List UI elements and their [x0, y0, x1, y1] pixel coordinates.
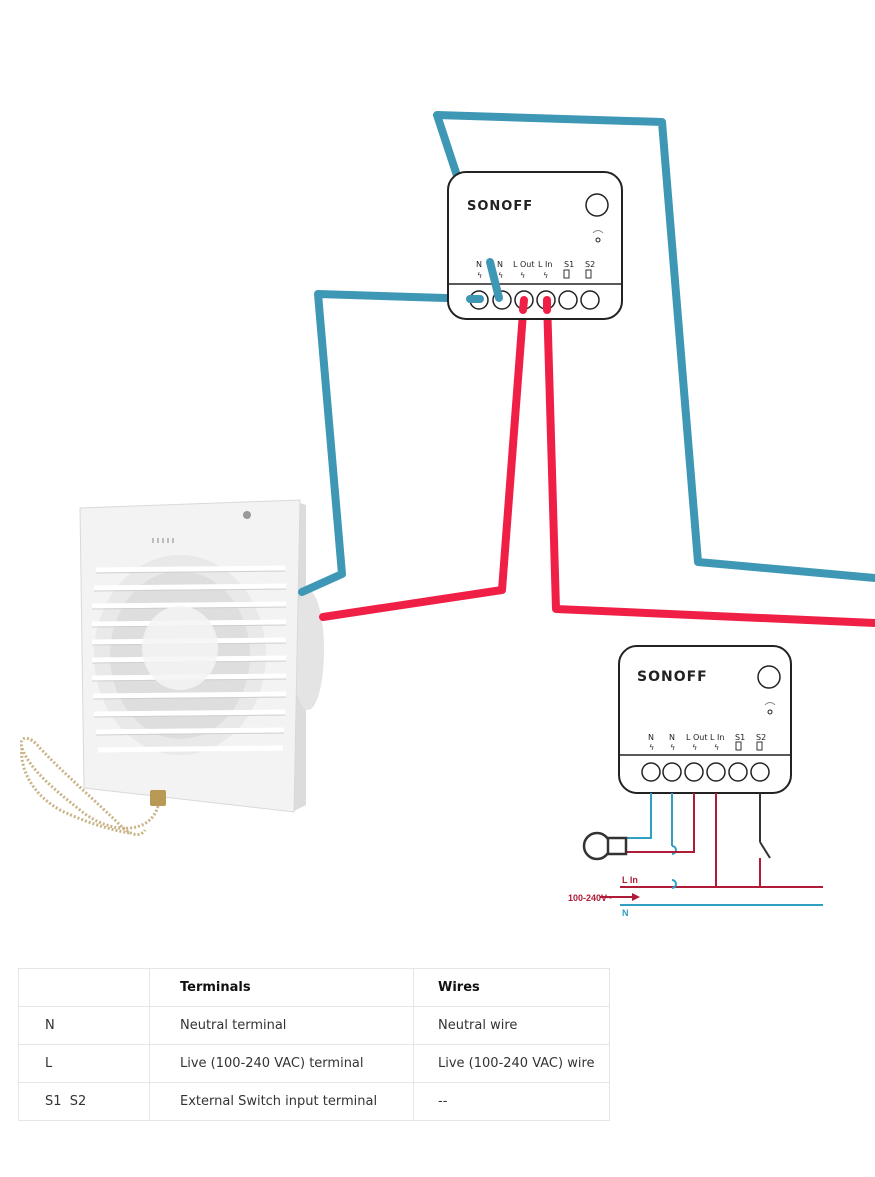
table-row: N Neutral terminal Neutral wire [18, 1006, 610, 1045]
terminal-spec-table: Terminals Wires N Neutral terminal Neutr… [18, 968, 610, 1121]
terminal-label: N [476, 260, 482, 269]
terminal-label: N [497, 260, 503, 269]
svg-text:ϟ: ϟ [649, 743, 654, 752]
terminal-labels-top: N N L Out L In S1 S2 [476, 260, 595, 269]
svg-text:ϟ: ϟ [477, 271, 482, 280]
terminal-labels-diagram: N N L Out L In S1 S2 [648, 733, 766, 742]
schematic-wiring [582, 793, 823, 906]
terminal-label: L In [710, 733, 724, 742]
terminal-label: L In [538, 260, 552, 269]
table-cell: L [18, 1044, 150, 1083]
terminal-label: N [669, 733, 675, 742]
table-cell: Live (100-240 VAC) wire [413, 1044, 610, 1083]
l-in-label: L In [622, 875, 638, 885]
terminal-label: S1 [564, 260, 574, 269]
svg-text:ϟ: ϟ [714, 743, 719, 752]
neutral-label: N [622, 908, 629, 918]
neutral-wire-fan [298, 290, 482, 596]
terminal-label: N [648, 733, 654, 742]
terminal-label: L Out [686, 733, 708, 742]
sonoff-module-diagram: SONOFF N N L Out L In S1 S2 ϟ ϟ ϟ ϟ [618, 645, 792, 794]
table-cell: Neutral wire [413, 1006, 610, 1045]
live-wire-supply [543, 296, 875, 627]
terminal-label: S1 [735, 733, 745, 742]
terminal-label: S2 [585, 260, 595, 269]
exhaust-fan-image [19, 499, 324, 837]
table-cell: Live (100-240 VAC) terminal [149, 1044, 414, 1083]
brand-logo-diagram: SONOFF [637, 669, 708, 685]
svg-text:ϟ: ϟ [670, 743, 675, 752]
svg-text:ϟ: ϟ [543, 271, 548, 280]
terminal-label: S2 [756, 733, 766, 742]
brand-logo-top: SONOFF [467, 199, 533, 214]
table-cell: N [18, 1006, 150, 1045]
table-header-row: Terminals Wires [18, 968, 610, 1007]
table-row: S1 S2 External Switch input terminal -- [18, 1082, 610, 1121]
table-cell: S1 S2 [18, 1082, 150, 1121]
svg-text:ϟ: ϟ [520, 271, 525, 280]
table-cell: -- [413, 1082, 610, 1121]
table-cell: Neutral terminal [149, 1006, 414, 1045]
table-cell: External Switch input terminal [149, 1082, 414, 1121]
table-header [18, 968, 150, 1007]
table-header: Wires [413, 968, 610, 1007]
live-wire-fan [319, 296, 528, 621]
table-row: L Live (100-240 VAC) terminal Live (100-… [18, 1044, 610, 1083]
table-header: Terminals [149, 968, 414, 1007]
svg-text:ϟ: ϟ [692, 743, 697, 752]
voltage-label: 100-240V~ [568, 893, 612, 903]
terminal-label: L Out [513, 260, 535, 269]
svg-text:ϟ: ϟ [498, 271, 503, 280]
